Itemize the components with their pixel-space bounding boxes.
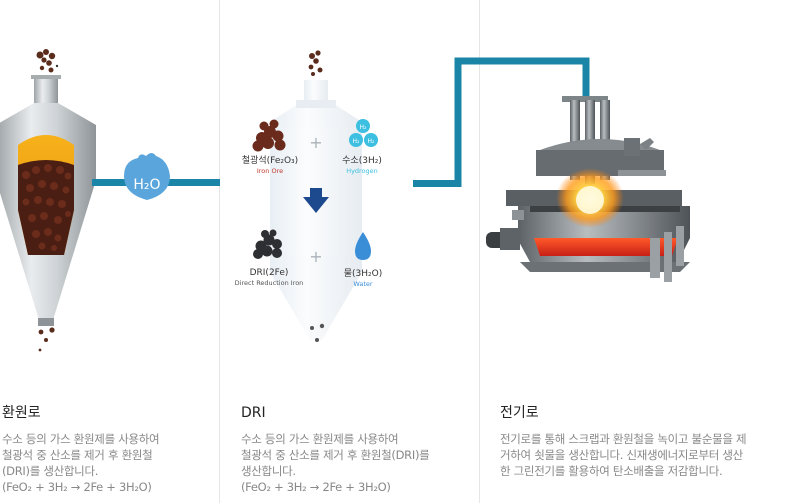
dri-panel: 철광석(Fe₂O₃) Iron Ore + H₂ H₂ H₂ 수소(3H₂) H… (235, 50, 383, 342)
caption-desc-line: 철광석 중 산소를 제거 후 환원철(DRI)를 (241, 448, 430, 462)
hydrogen-icon: H₂ H₂ H₂ (349, 119, 378, 147)
iron-ore-sub: Iron Ore (257, 167, 283, 175)
dri-label: DRI(2Fe) (250, 268, 289, 278)
water-drop-icon (355, 232, 371, 260)
caption-desc-line: 수소 등의 가스 환원제를 사용하여 (241, 432, 399, 446)
electric-arc-furnace (486, 96, 690, 282)
ore-pellets-bottom (38, 327, 55, 352)
caption-title: DRI (241, 405, 266, 421)
iron-ore-label: 철광석(Fe₂O₃) (242, 154, 298, 166)
divider-left (219, 0, 220, 503)
dri-top-pellets (308, 50, 323, 76)
process-diagram: H₂O 철광석(Fe₂O₃) Iron Ore + (0, 49, 690, 352)
dri-sub: Direct Reduction Iron (235, 279, 304, 287)
iron-ore-icon (252, 119, 286, 152)
h2-badge-3: H₂ (368, 138, 376, 145)
ore-pellets-top (36, 49, 59, 73)
caption-desc-line: 전기로를 통해 스크랩과 환원철을 녹이고 불순물을 제 (500, 432, 747, 446)
caption-desc-line: 철광석 중 산소를 제거 후 환원철 (2, 448, 153, 462)
water-sub: Water (353, 280, 373, 288)
divider-right (479, 0, 480, 503)
water-label: 물(3H₂O) (344, 268, 383, 279)
caption-electric-arc-furnace: 전기로 전기로를 통해 스크랩과 환원철을 녹이고 불순물을 제 거하여 쇳물을… (500, 405, 796, 479)
caption-desc-line: 생산합니다. (241, 464, 296, 478)
caption-reduction-furnace: 환원로 수소 등의 가스 환원제를 사용하여 철광석 중 산소를 제거 후 환원… (2, 405, 207, 495)
caption-desc-line: 거하여 쇳물을 생산합니다. 신재생에너지로부터 생산 (500, 448, 743, 462)
caption-desc-line: 수소 등의 가스 환원제를 사용하여 (2, 432, 160, 446)
caption-desc-line: (DRI)를 생산합니다. (2, 464, 99, 478)
pipe-right (413, 57, 590, 187)
dri-bottom-pellets (310, 323, 325, 342)
h2-badge-2: H₂ (353, 138, 361, 145)
plus-sign-bottom: + (309, 247, 322, 266)
caption-equation: (FeO₂ + 3H₂ → 2Fe + 3H₂O) (2, 480, 152, 494)
dri-icon (253, 229, 282, 259)
h2o-bubble: H₂O (124, 153, 170, 200)
caption-title: 환원로 (2, 405, 41, 421)
caption-title: 전기로 (500, 405, 539, 421)
reduction-furnace (0, 49, 96, 352)
ore-fill (22, 164, 72, 251)
hydrogen-sub: Hydrogen (346, 167, 378, 175)
down-arrow-icon (303, 188, 329, 213)
h2o-label: H₂O (133, 177, 160, 193)
caption-dri: DRI 수소 등의 가스 환원제를 사용하여 철광석 중 산소를 제거 후 환원… (241, 405, 473, 495)
h2-badge-1: H₂ (360, 124, 368, 131)
caption-equation: (FeO₂ + 3H₂ → 2Fe + 3H₂O) (241, 480, 391, 494)
caption-desc-line: 한 그린전기를 활용하여 탄소배출을 저감합니다. (500, 464, 723, 478)
plus-sign-top: + (309, 133, 322, 152)
hydrogen-label: 수소(3H₂) (342, 155, 382, 166)
